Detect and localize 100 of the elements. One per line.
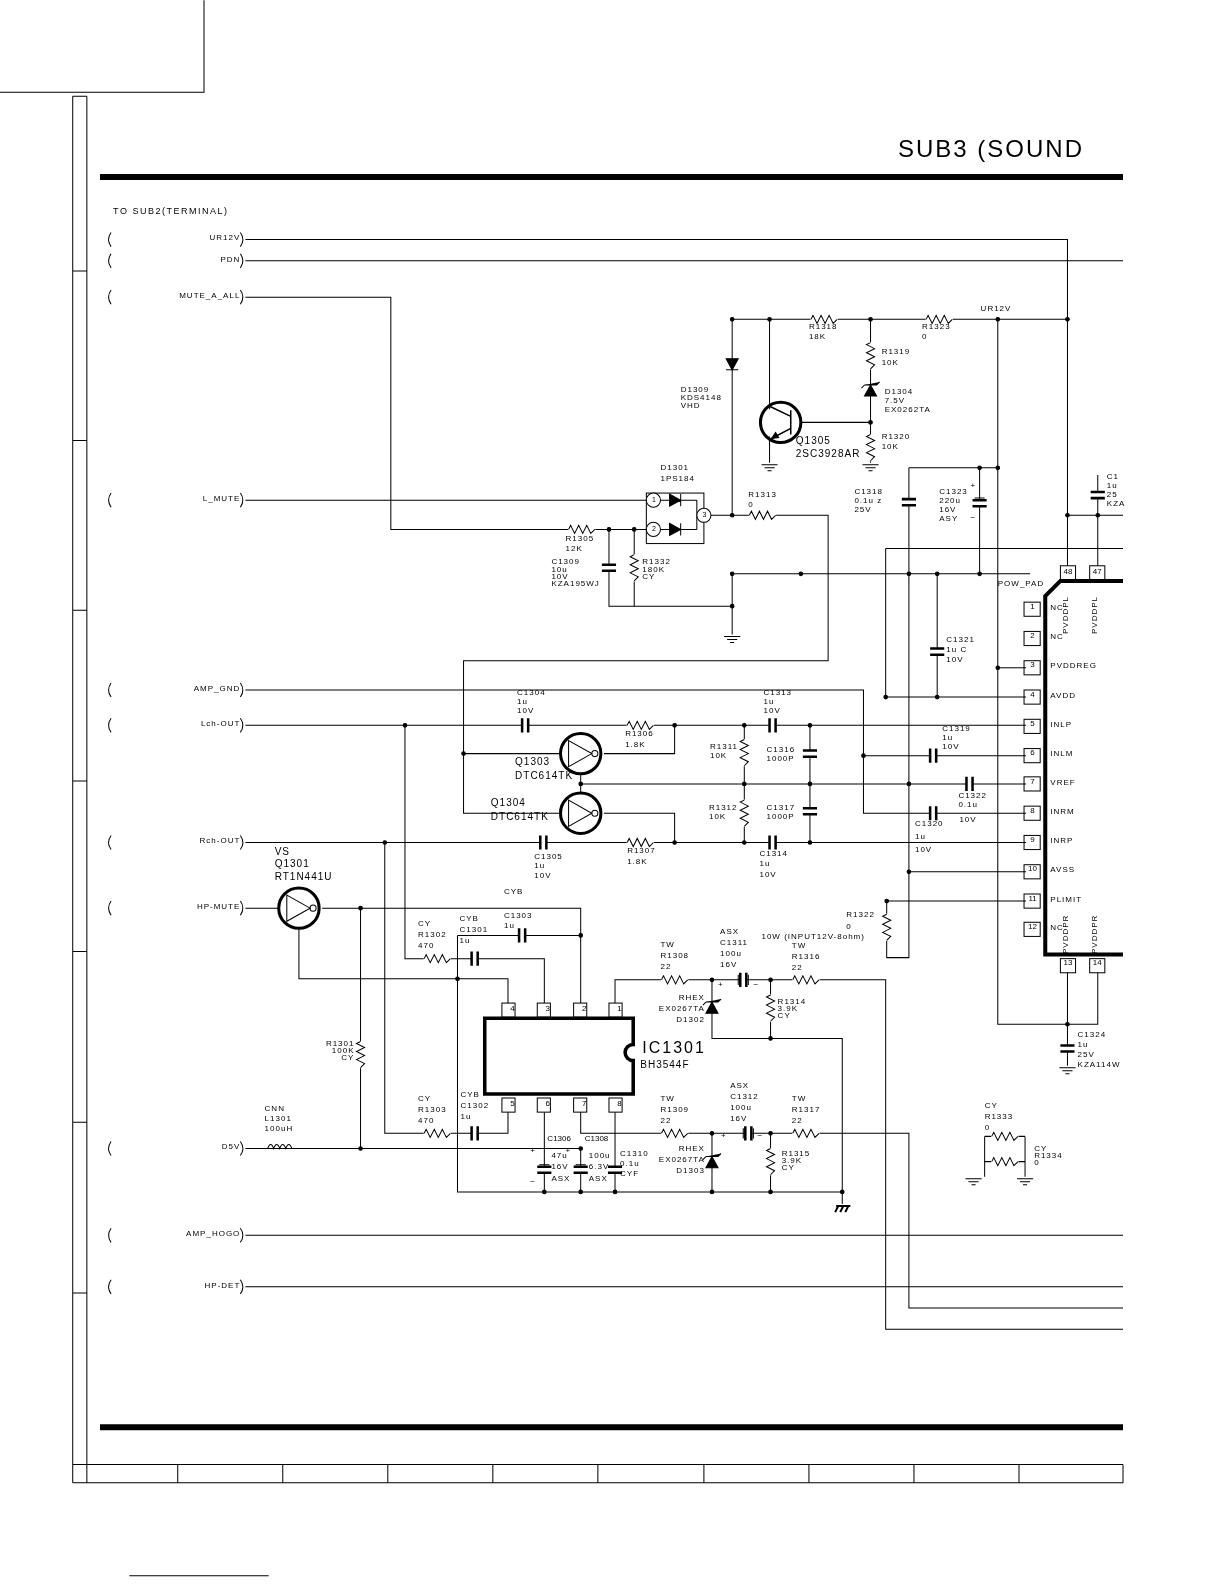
component-label: 1u: [459, 937, 471, 946]
component-label: 3.9K: [781, 1157, 803, 1166]
component-label: 1u: [517, 697, 528, 706]
component-label: 1u C: [946, 646, 968, 655]
component-label: −: [753, 980, 760, 989]
component-label: 180K: [642, 565, 665, 574]
component-label: CY: [1034, 1145, 1048, 1154]
component-label: 100u: [588, 1152, 611, 1161]
component-label: R1307: [627, 847, 656, 856]
component-label: C1312: [730, 1092, 759, 1101]
component-label: 1u: [1077, 1041, 1089, 1050]
component-label: ASX: [551, 1174, 571, 1183]
component-label: 0: [984, 1124, 991, 1132]
component-label: CYB: [503, 887, 524, 896]
component-label: C1323: [939, 487, 968, 496]
component-label: CY: [781, 1164, 795, 1173]
component-label: +: [530, 1147, 536, 1156]
pin-number: 6: [1029, 749, 1036, 758]
component-label: VHD: [680, 401, 701, 410]
pin-number: 7: [1029, 777, 1036, 786]
component-label: C1321: [946, 636, 975, 645]
component-label: C1: [1106, 472, 1120, 481]
component-label: DTC614TK: [515, 770, 574, 781]
component-label: 25V: [1077, 1051, 1095, 1060]
component-label: C1306: [547, 1135, 571, 1144]
component-label: 10V: [534, 871, 552, 880]
pin-name: PVDDPL: [1062, 596, 1071, 635]
component-label: −: [530, 1177, 536, 1186]
component-label: CY: [642, 572, 656, 581]
pin-number: 5: [1029, 720, 1036, 729]
component-label: C1305: [534, 853, 563, 862]
connector-signal-label: D5V: [221, 1143, 241, 1152]
pin-name: PVDDPR: [1090, 915, 1099, 955]
component-label: EX0267TA: [658, 1156, 705, 1165]
component-label: D1304: [884, 387, 914, 396]
component-label: C1316: [766, 746, 796, 755]
connector-signal-label: AMP_GND: [193, 684, 241, 693]
component-label: R1311: [709, 743, 738, 752]
component-label: R1319: [881, 348, 911, 357]
component-label: R1318: [808, 323, 838, 332]
component-label: 0: [748, 500, 754, 509]
component-label: R1322: [846, 910, 875, 919]
component-label: R1313: [748, 490, 777, 499]
component-label: KZA195WJ: [551, 579, 600, 588]
component-label: R1309: [660, 1105, 690, 1114]
component-label: 1.8K: [627, 858, 648, 867]
component-label: RT1N441U: [274, 871, 333, 882]
component-label: 22: [791, 964, 803, 973]
component-label: 10K: [881, 443, 899, 452]
component-label: 25: [1106, 490, 1118, 499]
component-label: C1313: [763, 688, 793, 697]
component-label: +: [721, 1132, 727, 1141]
component-label: 6.3V: [588, 1163, 610, 1172]
component-label: C1311: [720, 939, 749, 948]
component-label: L1301: [264, 1114, 292, 1123]
component-label: KZA114W: [1077, 1061, 1121, 1070]
component-label: +: [565, 1147, 572, 1156]
component-label: +: [718, 980, 724, 989]
pin-number: 14: [1091, 959, 1103, 968]
pin-name: PVDDPL: [1090, 596, 1099, 635]
pin-number: 9: [1029, 836, 1036, 845]
component-label: 10K: [881, 358, 899, 367]
pin-name: INLP: [1050, 721, 1073, 730]
component-label: 18K: [808, 333, 827, 342]
sheet-title: SUB3 (SOUND: [898, 136, 1085, 162]
ic-label: IC1301: [642, 1040, 706, 1057]
component-label: 1u: [1106, 481, 1118, 490]
component-label: 220u: [939, 496, 961, 505]
pin-name: INRP: [1050, 837, 1074, 846]
connector-signal-label: PDN: [220, 255, 241, 264]
component-label: TW: [791, 1094, 807, 1103]
component-label: R1333: [984, 1112, 1014, 1121]
component-label: 1u: [534, 862, 546, 871]
component-label: RHEX: [678, 993, 705, 1002]
pin-number: 47: [1091, 567, 1103, 576]
pin-number: 4: [1029, 690, 1036, 699]
pin-name: NC: [1050, 603, 1064, 612]
component-label: 0.1u: [958, 800, 978, 809]
component-label: D1301: [660, 463, 690, 472]
component-label: 0.1u z: [854, 496, 883, 505]
connector-signal-label: AMP_HOGO: [186, 1230, 241, 1239]
component-label: 1u: [942, 734, 954, 743]
connector-signal-label: UR12V: [209, 234, 241, 243]
component-label: Q1305: [795, 436, 831, 447]
component-label: Q1304: [490, 797, 526, 808]
component-label: 12K: [565, 545, 583, 554]
pin-number: 2: [580, 1004, 588, 1013]
pin-number: 2: [1029, 632, 1036, 641]
component-label: 0: [1034, 1159, 1040, 1168]
component-label: 3.9K: [777, 1004, 799, 1013]
component-label: 100K: [331, 1047, 355, 1056]
component-label: 1.8K: [625, 741, 646, 750]
component-label: 1u: [460, 1112, 472, 1121]
pin-number: 11: [1027, 894, 1038, 903]
component-label: 10V: [551, 572, 569, 581]
component-label: R1320: [881, 433, 911, 442]
pin-name: PLIMIT: [1050, 895, 1083, 904]
pin-number: 7: [580, 1099, 588, 1108]
component-label: R1302: [418, 931, 447, 940]
pin-name: PVDDPR: [1062, 915, 1071, 955]
